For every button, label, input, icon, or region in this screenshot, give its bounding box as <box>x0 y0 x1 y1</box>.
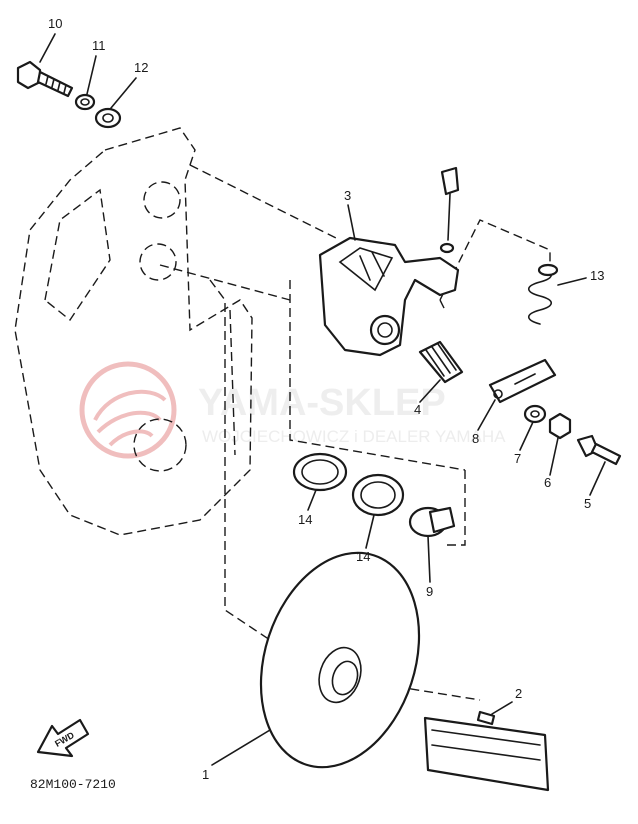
callout-14b: 14 <box>356 549 370 564</box>
callout-6: 6 <box>544 475 551 490</box>
bracket-3 <box>318 236 460 357</box>
spring-13 <box>527 263 559 325</box>
washer-12 <box>94 107 122 129</box>
shaft <box>423 716 550 792</box>
callout-3: 3 <box>344 188 351 203</box>
watermark: YAMA-SKLEP WOJCIECHOWICZ i DEALER YAMAHA <box>79 361 506 459</box>
callout-leaders <box>39 33 606 766</box>
key-2 <box>476 710 496 726</box>
callout-2: 2 <box>515 686 522 701</box>
callout-7: 7 <box>514 451 521 466</box>
callout-4: 4 <box>414 402 421 417</box>
lever-8 <box>488 358 557 404</box>
cam-9 <box>408 506 456 538</box>
bushing-14b <box>351 473 405 517</box>
assembly-leaders <box>159 164 551 701</box>
watermark-logo-ring <box>79 361 177 459</box>
cable-end <box>439 166 460 254</box>
part-code: 82M100-7210 <box>30 777 116 792</box>
bolt-10 <box>16 60 74 98</box>
fwd-arrow-icon: FWD <box>36 718 90 758</box>
callout-9: 9 <box>426 584 433 599</box>
pulley-disc-1 <box>259 551 421 769</box>
spring-washer-11 <box>74 93 96 111</box>
watermark-subtitle: WOJCIECHOWICZ i DEALER YAMAHA <box>202 427 506 446</box>
callout-1: 1 <box>202 767 209 782</box>
callout-labels: 10 11 12 3 13 4 8 7 6 5 14 14 9 2 1 <box>48 16 604 782</box>
watermark-title: YAMA-SKLEP <box>198 382 446 424</box>
callout-5: 5 <box>584 496 591 511</box>
washer-7 <box>523 404 547 424</box>
callout-8: 8 <box>472 431 479 446</box>
bolt-5 <box>576 434 622 466</box>
callout-11: 11 <box>92 38 106 53</box>
callout-14a: 14 <box>298 512 312 527</box>
callout-13: 13 <box>590 268 604 283</box>
callout-12: 12 <box>134 60 148 75</box>
adjuster-4 <box>418 340 464 384</box>
bushing-14a <box>292 452 348 492</box>
watermark-logo-mark <box>93 389 167 447</box>
nut-6 <box>548 412 572 440</box>
callout-10: 10 <box>48 16 62 31</box>
